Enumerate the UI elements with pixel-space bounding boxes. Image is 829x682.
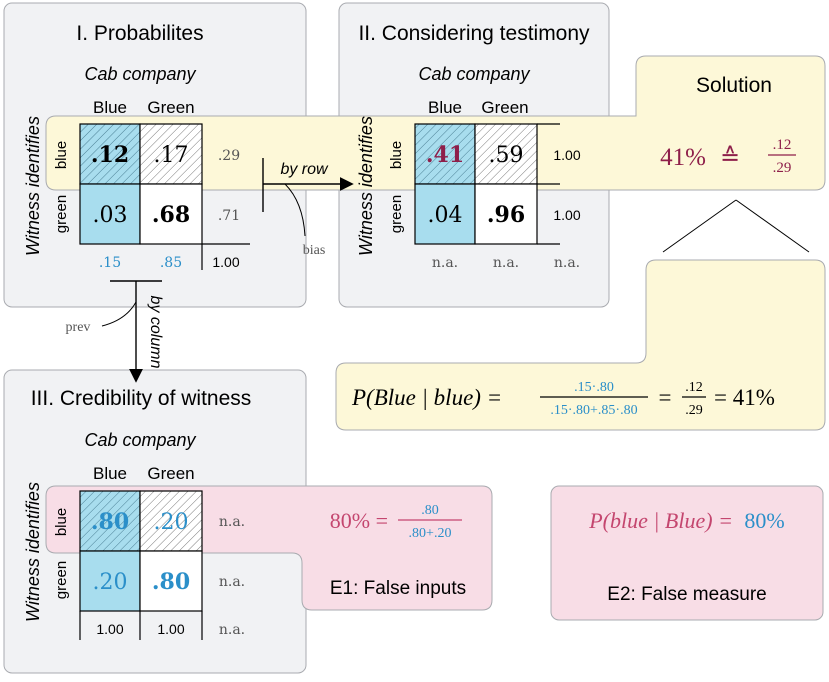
panel3-value-22: .80 — [152, 569, 190, 595]
panel2-cell-green-blue — [414, 183, 476, 245]
panel2-col-blue: Blue — [428, 98, 462, 117]
solution-title: Solution — [696, 74, 772, 97]
panel3-company: Cab company — [84, 430, 196, 450]
formula-denominator-2: .29 — [685, 403, 703, 418]
panel1-title: I. Probabilites — [76, 22, 203, 45]
bias-label: bias — [303, 243, 326, 258]
e2-label: E2: False measure — [607, 584, 766, 605]
panel3-col-total-3: n.a. — [219, 622, 245, 638]
panel1-row-green: green — [53, 195, 70, 233]
panel1-col-green: Green — [147, 98, 194, 117]
solution-denominator: .29 — [773, 160, 792, 176]
solution-band — [45, 55, 826, 191]
panel1-cell-blue-green — [139, 123, 203, 185]
panel1-col-total-2: .85 — [160, 255, 182, 271]
by-column-label: by column — [147, 296, 164, 369]
panel3-title: III. Credibility of witness — [31, 387, 252, 410]
panel1-side-label: Witness identifies — [23, 116, 43, 256]
panel3-row-blue: blue — [53, 508, 70, 536]
formula-lhs: P(Blue | blue) = — [351, 385, 502, 410]
solution-pointer-right — [735, 199, 810, 253]
solution-corresponds-symbol: ≙ — [720, 143, 740, 171]
bias-connector — [284, 183, 306, 237]
panel2-cell-blue-green — [474, 123, 538, 185]
e1-numerator: .80 — [421, 503, 439, 518]
e1-percent: 80% = — [330, 508, 388, 533]
panel2-company: Cab company — [418, 64, 530, 84]
panel1-value-12: .17 — [154, 143, 189, 168]
panel1-col-total-1: .15 — [99, 255, 121, 271]
formula-numerator: .15·.80 — [574, 380, 614, 395]
prev-label: prev — [66, 320, 91, 335]
panel2-cell-green-green — [474, 183, 538, 245]
panel1-col-blue: Blue — [93, 98, 127, 117]
panel3-row-total-1: n.a. — [219, 514, 245, 530]
panel3-cell-blue-green — [139, 490, 203, 552]
solution-pointer-left — [662, 199, 737, 253]
panel3-col-green: Green — [147, 464, 194, 483]
formula-equals: = — [659, 385, 672, 410]
panel2-value-12: .59 — [489, 143, 524, 168]
e2-panel — [550, 485, 824, 621]
panel1-grand-total: 1.00 — [212, 254, 239, 270]
panel1-row-total-1: .29 — [218, 148, 240, 164]
panel3-row-green: green — [53, 561, 70, 599]
solution-numerator: .12 — [773, 137, 792, 153]
panel1-cell-green-green — [139, 183, 203, 245]
prev-connector — [101, 301, 137, 327]
panel2-row-blue: blue — [388, 141, 405, 169]
panel1-row-blue: blue — [53, 141, 70, 169]
panel3-col-total-1: 1.00 — [96, 621, 123, 637]
formula-numerator-2: .12 — [685, 380, 703, 395]
panel2-value-21: .04 — [428, 203, 463, 228]
e1-denominator: .80+.20 — [409, 526, 452, 541]
formula-denominator: .15·.80+.85·.80 — [550, 403, 637, 418]
panel2-row-total-2: 1.00 — [553, 207, 580, 223]
panel3-value-21: .20 — [93, 570, 128, 595]
by-row-label: by row — [280, 161, 329, 178]
panel1-value-21: .03 — [93, 203, 128, 228]
panel3-col-blue: Blue — [93, 464, 127, 483]
panel3-cell-blue-blue — [79, 490, 141, 552]
panel3-col-total-2: 1.00 — [157, 621, 184, 637]
panel1-row-total-2: .71 — [218, 208, 240, 224]
panel3-side-label: Witness identifies — [23, 482, 43, 622]
panel3-cell-green-green — [139, 550, 203, 612]
panel2-col-green: Green — [481, 98, 528, 117]
panel2-cell-blue-blue — [414, 123, 476, 185]
e2-formula-value: 80% — [744, 508, 784, 533]
panel2-title: II. Considering testimony — [358, 22, 590, 45]
panel2-col-total-2: n.a. — [493, 255, 519, 271]
panel3-value-12: .20 — [154, 510, 189, 535]
panel2-side-label: Witness identifies — [356, 116, 376, 256]
formula-result: = 41% — [714, 385, 775, 410]
panel3-value-11: .80 — [91, 509, 129, 535]
panel2-col-total-3: n.a. — [554, 255, 580, 271]
panel1-value-11: .12 — [91, 142, 129, 168]
e1-label: E1: False inputs — [330, 578, 466, 599]
panel1-value-22: .68 — [152, 202, 190, 228]
solution-percent: 41% — [660, 144, 706, 171]
panel2-col-total-1: n.a. — [432, 255, 458, 271]
panel2-row-total-1: 1.00 — [553, 147, 580, 163]
panel3-row-total-2: n.a. — [219, 574, 245, 590]
panel2-row-green: green — [388, 195, 405, 233]
panel2-value-11: .41 — [426, 142, 464, 168]
e2-formula-lhs: P(blue | Blue) = — [588, 508, 733, 533]
panel2-value-22: .96 — [487, 202, 525, 228]
solution-formula-panel — [335, 259, 826, 431]
panel1-company: Cab company — [84, 64, 196, 84]
e2-formula: P(blue | Blue) = 80% — [588, 508, 785, 533]
